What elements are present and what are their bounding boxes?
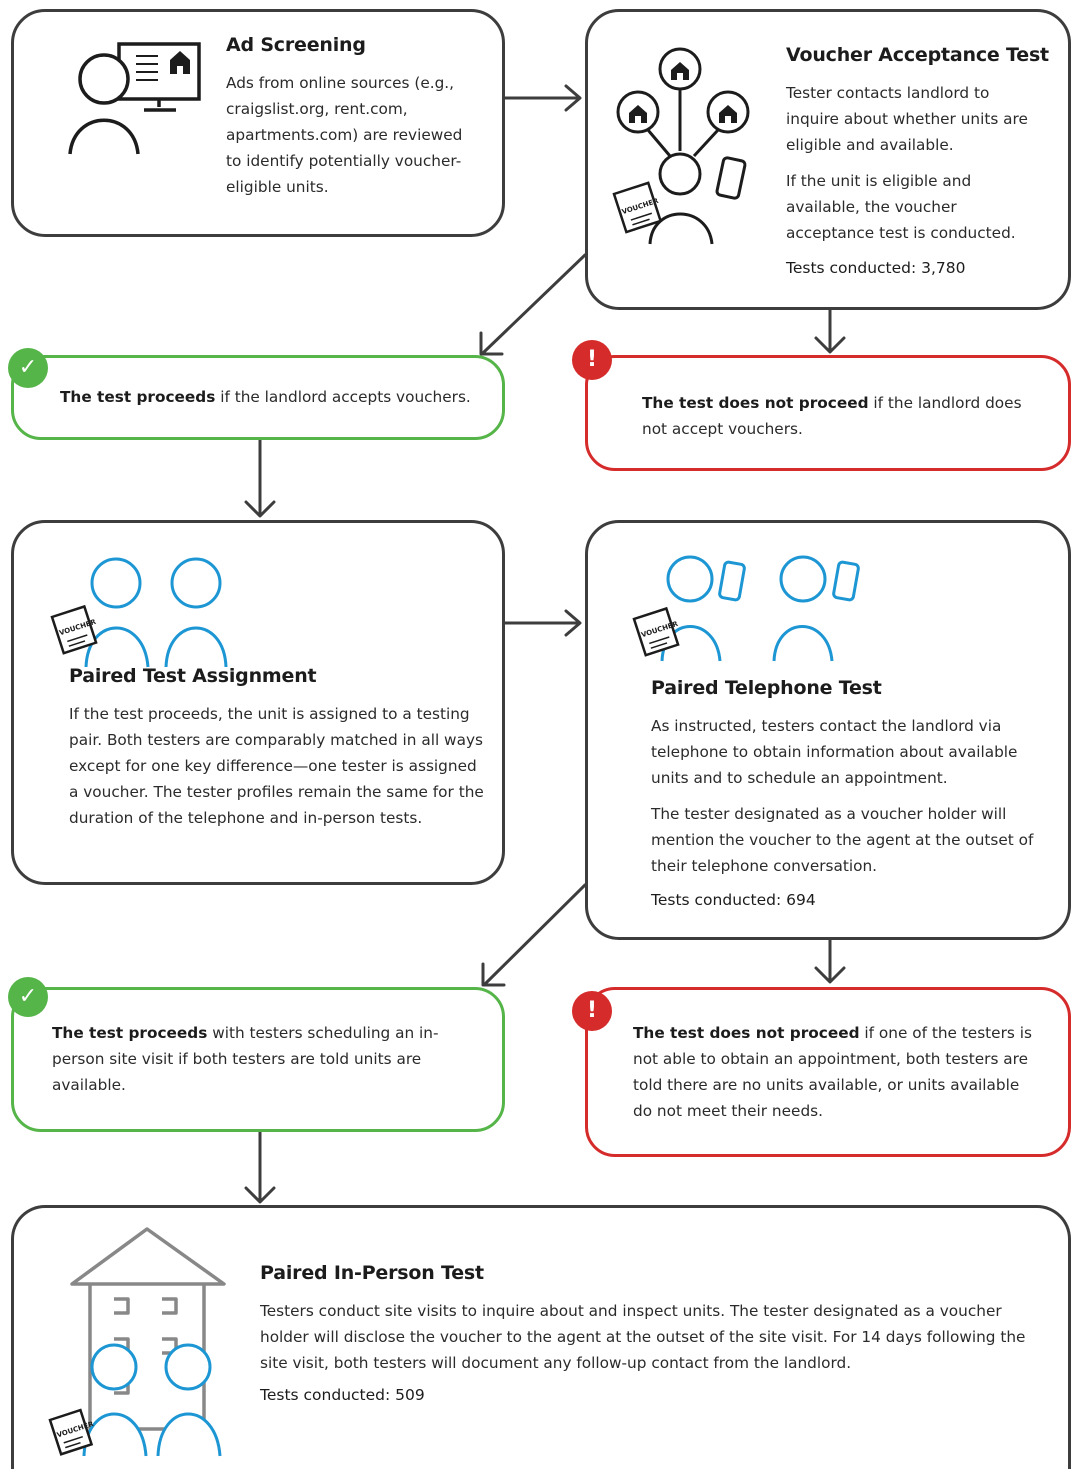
arrow-assignment-to-telephone-head xyxy=(564,609,582,637)
paired-inperson-tests: Tests conducted: 509 xyxy=(260,1386,425,1404)
outcome1-proceed-box: The test proceeds if the landlord accept… xyxy=(11,355,505,440)
paired-telephone-para2: The tester designated as a voucher holde… xyxy=(651,805,1034,875)
voucher-acceptance-para1: Tester contacts landlord to inquire abou… xyxy=(786,84,1028,154)
outcome2-proceed-text: The test proceeds with testers schedulin… xyxy=(52,1024,439,1094)
paired-telephone-body: As instructed, testers contact the landl… xyxy=(651,713,1046,889)
people-with-phones-icon: VOUCHER xyxy=(632,555,860,662)
voucher-acceptance-para2: If the unit is eligible and available, t… xyxy=(786,172,1016,242)
voucher-document-icon: VOUCHER xyxy=(612,181,663,234)
pair-of-people-icon: VOUCHER xyxy=(50,557,228,668)
outcome2-notproceed-box: The test does not proceed if one of the … xyxy=(585,987,1071,1157)
voucher-document-icon: VOUCHER xyxy=(48,1408,95,1456)
paired-assignment-body: If the test proceeds, the unit is assign… xyxy=(69,705,484,827)
paired-assignment-box: VOUCHER Paired Test Assignment If the te… xyxy=(11,520,505,885)
checkmark-icon: ✓ xyxy=(8,977,48,1017)
voucher-acceptance-box: VOUCHER Voucher Acceptance Test Tester c… xyxy=(585,9,1071,310)
exclamation-icon: ! xyxy=(572,991,612,1031)
outcome1-notproceed-box: The test does not proceed if the landlor… xyxy=(585,355,1071,471)
paired-telephone-title: Paired Telephone Test xyxy=(651,677,882,699)
outcome2-proceed-box: The test proceeds with testers schedulin… xyxy=(11,987,505,1132)
arrow-telephone-to-proceed xyxy=(484,883,587,985)
arrow-proceed-to-inperson-head xyxy=(244,1186,276,1204)
arrow-proceed-to-assignment-head xyxy=(244,500,276,518)
person-with-houses-icon: VOUCHER xyxy=(612,47,750,245)
ad-screening-title: Ad Screening xyxy=(226,34,366,56)
ad-screening-box: Ad Screening Ads from online sources (e.… xyxy=(11,9,505,237)
voucher-acceptance-body: Tester contacts landlord to inquire abou… xyxy=(786,80,1041,256)
outcome2-notproceed-text: The test does not proceed if one of the … xyxy=(633,1024,1032,1120)
paired-telephone-para1: As instructed, testers contact the landl… xyxy=(651,717,1018,787)
paired-assignment-title: Paired Test Assignment xyxy=(69,665,317,687)
paired-telephone-tests: Tests conducted: 694 xyxy=(651,891,816,909)
voucher-acceptance-tests: Tests conducted: 3,780 xyxy=(786,259,966,277)
voucher-document-icon: VOUCHER xyxy=(632,606,680,657)
arrow-ad-to-voucher-head xyxy=(564,84,582,112)
paired-inperson-title: Paired In-Person Test xyxy=(260,1262,484,1284)
paired-telephone-box: VOUCHER Paired Telephone Test As instruc… xyxy=(585,520,1071,940)
arrow-voucher-to-notproceed-head xyxy=(814,336,846,354)
arrow-voucher-to-proceed-head xyxy=(479,331,504,356)
paired-inperson-box: VOUCHER Paired In-Person Test Testers co… xyxy=(11,1205,1071,1469)
ad-screening-body: Ads from online sources (e.g., craigslis… xyxy=(226,74,463,196)
voucher-document-icon: VOUCHER xyxy=(50,604,98,655)
person-at-computer-icon xyxy=(68,42,201,155)
outcome1-notproceed-text: The test does not proceed if the landlor… xyxy=(642,394,1022,438)
voucher-acceptance-title: Voucher Acceptance Test xyxy=(786,44,1049,66)
apartment-building-icon: VOUCHER xyxy=(48,1227,226,1457)
exclamation-icon: ! xyxy=(572,340,612,380)
checkmark-icon: ✓ xyxy=(8,348,48,388)
arrow-telephone-to-proceed-head xyxy=(481,962,506,987)
outcome1-proceed-text: The test proceeds if the landlord accept… xyxy=(60,388,471,406)
arrow-telephone-to-notproceed-head xyxy=(814,966,846,984)
paired-inperson-body: Testers conduct site visits to inquire a… xyxy=(260,1302,1026,1372)
arrow-voucher-to-proceed xyxy=(482,253,587,354)
